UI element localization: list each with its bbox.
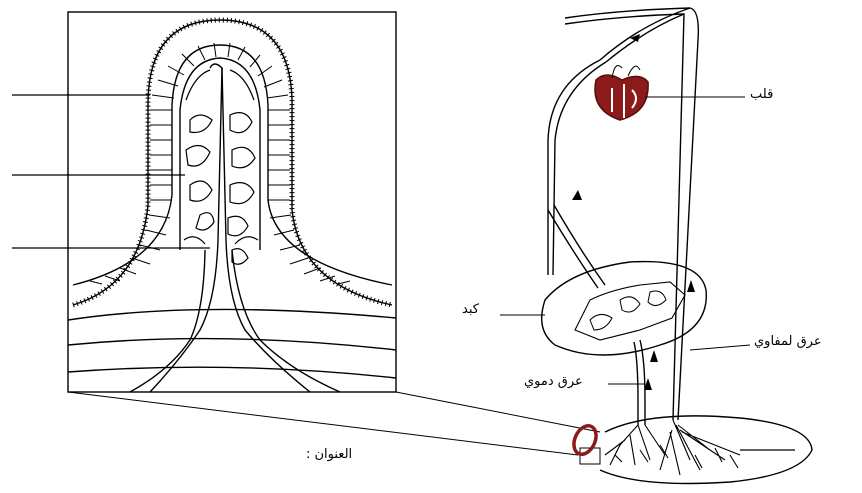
lacteal-left-wall [150, 64, 222, 392]
heart-shape [595, 75, 648, 120]
title-label: العنوان : [306, 447, 352, 462]
intestine-capillaries [605, 420, 740, 475]
lymph-vessel-inner [565, 14, 684, 420]
lacteal-right-wall [222, 68, 310, 392]
villus-marker-ring [570, 422, 601, 458]
submucosa-line-3 [68, 367, 396, 378]
hepatic-vein-a [554, 205, 605, 285]
villus-panel [68, 12, 396, 392]
heart-label: قلب [750, 87, 773, 102]
arrow-left-up [572, 190, 582, 200]
vessel-branch-a [130, 250, 205, 392]
liver-label: كبد [462, 302, 479, 317]
lymph-leader [690, 345, 750, 350]
duct-branch-inner [606, 14, 684, 62]
villus-frame [68, 12, 396, 392]
vena-cava-left-inner [548, 60, 600, 275]
arrow-portal-up-1 [650, 350, 658, 362]
liver-capillaries [575, 282, 685, 340]
submucosa-line-1 [68, 309, 396, 320]
lymph-vessel-label: عرق لمفاوي [754, 334, 822, 349]
zoom-line-top [396, 392, 600, 432]
blood-vessel-label: عرق دموي [524, 374, 583, 389]
submucosa-line-2 [68, 339, 396, 350]
portal-vein-a [640, 340, 645, 425]
arrow-lymph-up [687, 280, 695, 292]
circulation-panel [542, 8, 812, 484]
zoom-line-bottom [68, 392, 578, 455]
label-leaders [500, 97, 750, 384]
hepatic-vein-b [548, 210, 598, 288]
